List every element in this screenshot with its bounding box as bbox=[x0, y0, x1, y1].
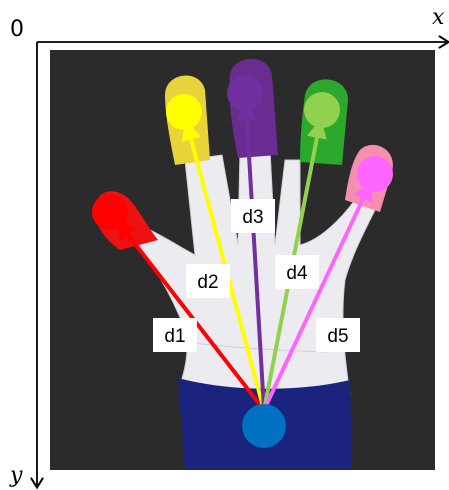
label-d3: d3 bbox=[242, 207, 263, 228]
thumb-tip-marker bbox=[92, 194, 128, 230]
y-axis-label: y bbox=[9, 463, 23, 488]
palm-marker bbox=[242, 404, 286, 448]
index-tip-marker bbox=[166, 94, 202, 130]
ring-tip-marker bbox=[304, 92, 340, 128]
pinky-tip-marker bbox=[357, 156, 393, 192]
label-d2: d2 bbox=[197, 272, 218, 293]
label-d4: d4 bbox=[286, 263, 308, 284]
x-axis-label: x bbox=[432, 5, 445, 30]
label-d5: d5 bbox=[327, 326, 348, 347]
label-d1: d1 bbox=[164, 326, 185, 347]
middle-tip-marker bbox=[227, 75, 263, 111]
origin-label: 0 bbox=[10, 17, 24, 42]
